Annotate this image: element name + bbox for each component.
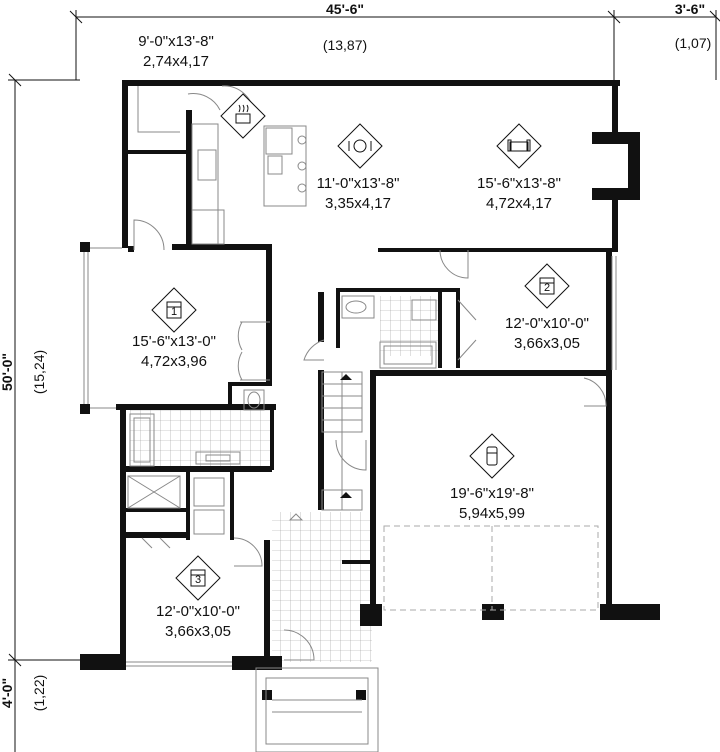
room-size-metric: 3,66x3,05 — [165, 623, 231, 640]
room-size-imperial: 12'-0"x10'-0" — [505, 315, 589, 332]
room-living: 15'-6"x13'-8" 4,72x4,17 — [477, 123, 561, 212]
stairs — [321, 371, 363, 511]
room-size-metric: 2,74x4,17 — [143, 53, 209, 70]
room-number: 1 — [171, 306, 177, 318]
dim-bottom-left-metric: (1,22) — [31, 675, 47, 712]
room-kitchen-top: 9'-0"x13'-8" 2,74x4,17 — [138, 33, 266, 139]
room-size-metric: 4,72x3,96 — [141, 353, 207, 370]
bathroom-fixtures — [127, 295, 437, 535]
room-size-imperial: 11'-0"x13'-8" — [317, 175, 400, 192]
room-bedroom-2: 2 12'-0"x10'-0" 3,66x3,05 — [505, 263, 589, 352]
room-size-metric: 5,94x5,99 — [459, 505, 525, 522]
dim-top-right-imperial: 3'-6" — [675, 1, 705, 17]
room-size-imperial: 15'-6"x13'-8" — [477, 175, 561, 192]
dimension-lines — [8, 10, 720, 752]
room-size-metric: 3,35x4,17 — [325, 195, 391, 212]
bathroom-floor-tiles — [130, 410, 274, 470]
dining-icon — [337, 123, 383, 169]
exterior-walls — [80, 80, 660, 700]
interior-walls — [126, 110, 612, 612]
dim-left-height-imperial: 50'-0" — [0, 353, 15, 391]
dim-top-width-imperial: 45'-6" — [326, 1, 364, 17]
room-dining: 11'-0"x13'-8" 3,35x4,17 — [317, 123, 400, 212]
windows — [83, 247, 617, 667]
dim-top-right-metric: (1,07) — [675, 35, 712, 51]
room-garage: 19'-6"x19'-8" 5,94x5,99 — [450, 433, 534, 522]
room-size-metric: 4,72x4,17 — [486, 195, 552, 212]
bed-icon: 2 — [524, 263, 570, 309]
bath2-floor-tiles — [380, 296, 438, 356]
doors — [133, 219, 607, 661]
dim-top-width-metric: (13,87) — [323, 37, 367, 53]
room-bedroom-1: 1 15'-6"x13'-0" 4,72x3,96 — [132, 287, 216, 370]
kitchen-fixtures — [137, 85, 307, 245]
room-size-metric: 3,66x3,05 — [514, 335, 580, 352]
room-size-imperial: 12'-0"x10'-0" — [156, 603, 240, 620]
kitchen-icon — [220, 93, 266, 139]
room-number: 2 — [544, 282, 550, 294]
dim-left-height-metric: (15,24) — [31, 350, 47, 394]
garage-door — [383, 525, 599, 611]
entry-floor-tiles — [272, 512, 372, 662]
room-size-imperial: 9'-0"x13'-8" — [138, 33, 214, 50]
bed-icon: 1 — [151, 287, 197, 333]
sofa-icon — [496, 123, 542, 169]
dim-bottom-left-imperial: 4'-0" — [0, 678, 15, 708]
room-labels: 9'-0"x13'-8" 2,74x4,17 11'-0"x13'-8" 3,35x4… — [132, 33, 589, 640]
room-number: 3 — [195, 574, 201, 586]
bed-icon: 3 — [175, 555, 221, 601]
room-size-imperial: 15'-6"x13'-0" — [132, 333, 216, 350]
front-porch — [255, 667, 379, 752]
car-icon — [469, 433, 515, 479]
room-size-imperial: 19'-6"x19'-8" — [450, 485, 534, 502]
room-bedroom-3: 3 12'-0"x10'-0" 3,66x3,05 — [156, 555, 240, 640]
